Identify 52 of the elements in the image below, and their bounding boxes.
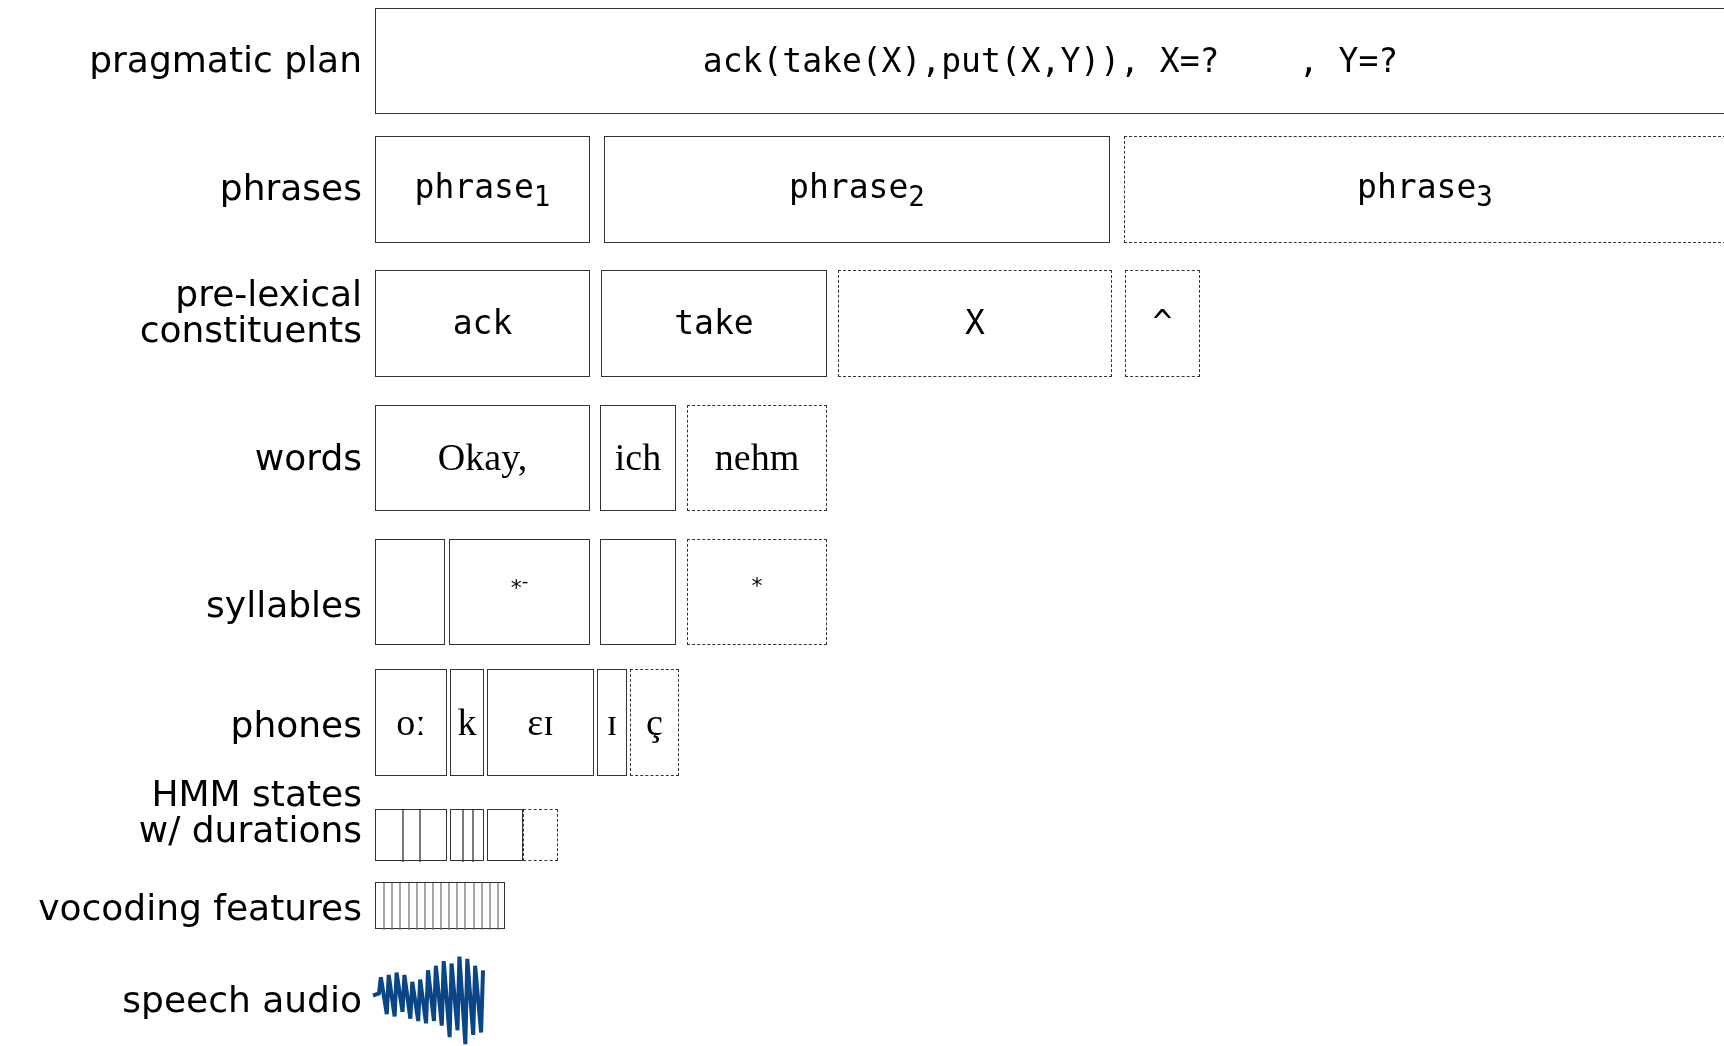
unit-box (838, 270, 1112, 377)
unit-box (687, 539, 827, 645)
row-label: speech audio (121, 982, 362, 1018)
row-label: pragmatic plan (88, 42, 362, 78)
row-label: vocoding features (37, 890, 362, 926)
unit-box (1124, 136, 1724, 243)
unit-text: phrase$_{1}$ (414, 168, 551, 211)
unit-text: phrase$_{2}$ (789, 168, 925, 211)
row-label: pre-lexical constituents (138, 276, 362, 348)
unit-text: ich (614, 437, 662, 479)
unit-box (1125, 270, 1200, 377)
feature-frames-bar (375, 882, 505, 929)
unit-box (597, 669, 627, 776)
hmm-state-box (487, 809, 523, 861)
unit-text: k (457, 701, 477, 744)
unit-text: ç (646, 701, 663, 744)
unit-box (600, 405, 676, 511)
unit-text: oː (396, 701, 426, 744)
hmm-state-box (450, 809, 484, 861)
unit-text: phrase$_{3}$ (1357, 168, 1493, 211)
unit-box (604, 136, 1110, 243)
unit-text: * (751, 573, 763, 599)
unit-box (375, 136, 590, 243)
unit-box (450, 669, 484, 776)
hmm-state-box (523, 809, 558, 861)
unit-box (449, 539, 590, 645)
unit-text: take (674, 305, 754, 342)
unit-box (375, 405, 590, 511)
empty-box (375, 539, 445, 645)
unit-box (375, 270, 590, 377)
unit-text: ack (452, 305, 513, 342)
unit-box (630, 669, 679, 776)
unit-text: X (965, 305, 985, 342)
row-label: phrases (218, 170, 362, 206)
unit-text: ^ (1152, 305, 1173, 342)
unit-text: Okay, (437, 437, 528, 479)
unit-text: ack(take(X),put(X,Y)), X=? , Y=? (702, 42, 1399, 80)
unit-text: nehm (714, 437, 800, 479)
row-label: phones (229, 707, 362, 743)
unit-box (375, 8, 1724, 114)
unit-box (601, 270, 827, 377)
hmm-state-box (375, 809, 447, 861)
empty-box (600, 539, 676, 645)
unit-text: *$^{-}$ (510, 571, 529, 601)
unit-box (487, 669, 594, 776)
row-label: HMM states w/ durations (137, 776, 362, 848)
unit-text: ɪ (606, 701, 618, 744)
unit-box (375, 669, 447, 776)
row-label: syllables (205, 587, 362, 623)
row-label: words (253, 440, 362, 476)
unit-text: ɛɪ (527, 701, 554, 744)
unit-box (687, 405, 827, 511)
